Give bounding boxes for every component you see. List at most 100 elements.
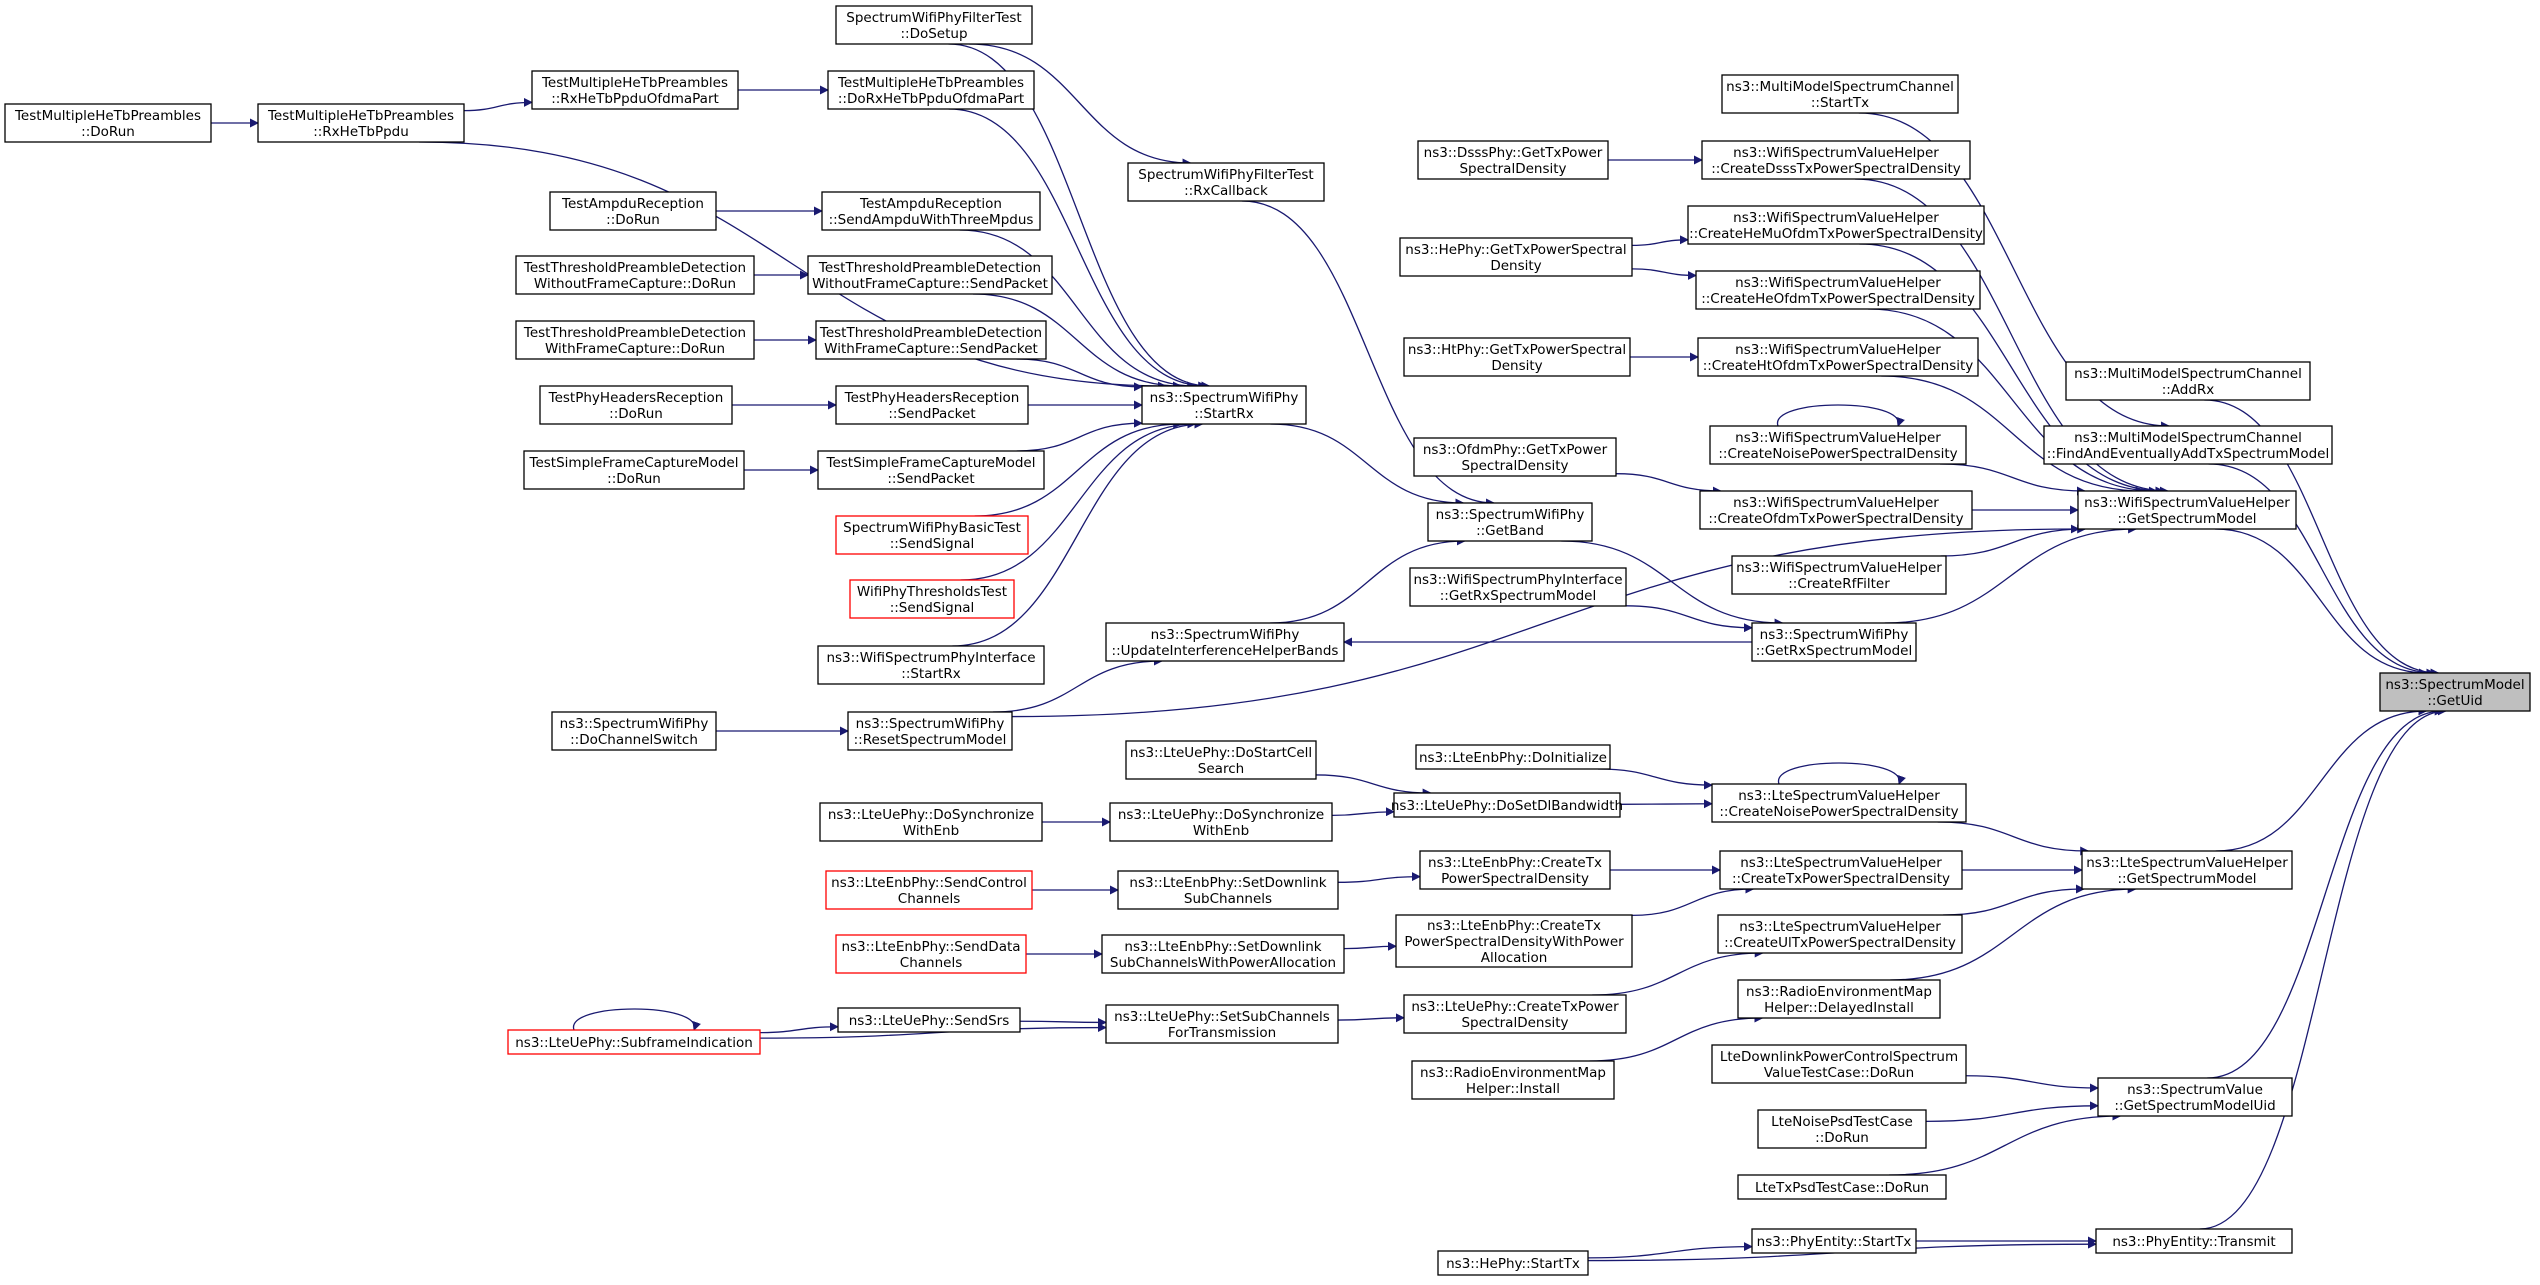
function-node-n53[interactable]: ns3::LteSpectrumValueHelper::GetSpectrum… <box>2081 850 2293 890</box>
function-node-n22[interactable]: ns3::SpectrumWifiPhy::DoChannelSwitch <box>551 711 717 751</box>
function-node-n68[interactable]: ns3::HePhy::StartTx <box>1437 1250 1589 1276</box>
function-node-n66[interactable]: LteNoisePsdTestCase::DoRun <box>1757 1109 1927 1149</box>
function-node-n01[interactable]: TestMultipleHeTbPreambles::DoRun <box>4 103 212 143</box>
function-node-label: ns3::SpectrumModel <box>2385 677 2524 693</box>
function-node-box <box>835 515 1029 555</box>
function-node-n06[interactable]: SpectrumWifiPhyFilterTest::RxCallback <box>1127 162 1325 202</box>
function-node-box <box>819 802 1043 842</box>
function-node-n35[interactable]: ns3::WifiSpectrumValueHelper::CreateNois… <box>1709 425 1967 465</box>
function-node-n65[interactable]: ns3::SpectrumValue::GetSpectrumModelUid <box>2097 1077 2293 1117</box>
function-node-label: ::CreateRfFilter <box>1788 576 1890 592</box>
function-node-n62[interactable]: ns3::LteUePhy::CreateTxPowerSpectralDens… <box>1403 994 1627 1034</box>
call-edge-n23-n21 <box>992 656 1163 713</box>
function-node-n12[interactable]: TestThresholdPreambleDetectionWithFrameC… <box>815 320 1047 360</box>
function-node-n04[interactable]: SpectrumWifiPhyFilterTest::DoSetup <box>835 5 1033 45</box>
function-node-n27[interactable]: ns3::MultiModelSpectrumChannel::StartTx <box>1721 74 1959 114</box>
function-node-n67[interactable]: LteTxPsdTestCase::DoRun <box>1737 1174 1947 1200</box>
function-node-n11[interactable]: TestThresholdPreambleDetectionWithFrameC… <box>515 320 755 360</box>
call-edge-n70-n42 <box>2199 706 2447 1230</box>
call-edge-n68-n69 <box>1587 1242 1753 1259</box>
function-node-n48[interactable]: ns3::LteSpectrumValueHelper::CreateNoise… <box>1711 783 1967 823</box>
call-edge-n58-n53 <box>1890 884 2137 981</box>
function-node-n52[interactable]: ns3::LteSpectrumValueHelper::CreateTxPow… <box>1719 850 1963 890</box>
function-node-n17[interactable]: TestSimpleFrameCaptureModel::SendPacket <box>817 450 1045 490</box>
call-edge-n02-n03 <box>463 97 533 112</box>
function-node-n07[interactable]: TestAmpduReception::DoRun <box>549 191 717 231</box>
function-node-n25[interactable]: ns3::WifiSpectrumPhyInterface::GetRxSpec… <box>1409 567 1627 607</box>
function-node-n31[interactable]: ns3::WifiSpectrumValueHelper::CreateHeMu… <box>1687 205 1985 245</box>
function-node-n58[interactable]: ns3::RadioEnvironmentMapHelper::DelayedI… <box>1737 979 1941 1019</box>
function-node-label: ns3::LteUePhy::SendSrs <box>849 1013 1010 1029</box>
function-node-label: ns3::PhyEntity::Transmit <box>2112 1234 2275 1250</box>
function-node-n69[interactable]: ns3::PhyEntity::StartTx <box>1751 1228 1917 1254</box>
function-node-box <box>817 645 1045 685</box>
function-node-n47[interactable]: ns3::LteUePhy::DoSetDlBandwidth <box>1391 792 1623 818</box>
function-node-n26[interactable]: ns3::SpectrumWifiPhy::GetRxSpectrumModel <box>1751 622 1917 662</box>
function-node-n20[interactable]: ns3::WifiSpectrumPhyInterface::StartRx <box>817 645 1045 685</box>
function-node-n29[interactable]: ns3::WifiSpectrumValueHelper::CreateDsss… <box>1701 140 1971 180</box>
call-edge-n40-n42 <box>2208 463 2436 678</box>
function-node-label: TestPhyHeadersReception <box>548 390 724 406</box>
function-node-n02[interactable]: TestMultipleHeTbPreambles::RxHeTbPpdu <box>257 103 465 143</box>
function-node-n08[interactable]: TestAmpduReception::SendAmpduWithThreeMp… <box>821 191 1041 231</box>
function-node-box <box>1701 140 1971 180</box>
function-node-n64[interactable]: LteDownlinkPowerControlSpectrumValueTest… <box>1711 1044 1967 1084</box>
function-node-n56[interactable]: ns3::LteEnbPhy::CreateTxPowerSpectralDen… <box>1395 914 1633 968</box>
function-node-n18[interactable]: SpectrumWifiPhyBasicTest::SendSignal <box>835 515 1029 555</box>
function-node-box <box>1411 1060 1615 1100</box>
call-edge-n10-n15 <box>972 293 1182 391</box>
function-node-n24[interactable]: ns3::SpectrumWifiPhy::GetBand <box>1427 502 1593 542</box>
function-node-n57[interactable]: ns3::LteSpectrumValueHelper::CreateUlTxP… <box>1717 914 1963 954</box>
function-node-n34[interactable]: ns3::WifiSpectrumValueHelper::CreateHtOf… <box>1697 337 1979 377</box>
function-node-n10[interactable]: TestThresholdPreambleDetectionWithoutFra… <box>807 255 1053 295</box>
function-node-n59[interactable]: ns3::LteUePhy::SubframeIndication <box>507 1029 761 1055</box>
function-node-n40[interactable]: ns3::MultiModelSpectrumChannel::FindAndE… <box>2043 425 2333 465</box>
function-node-label: ::GetRxSpectrumModel <box>1440 588 1596 604</box>
call-edge-n35-n35 <box>1777 404 1905 427</box>
function-node-n14[interactable]: TestPhyHeadersReception::SendPacket <box>835 385 1029 425</box>
function-node-n13[interactable]: TestPhyHeadersReception::DoRun <box>539 385 733 425</box>
function-node-n38[interactable]: ns3::WifiSpectrumValueHelper::CreateRfFi… <box>1731 555 1947 595</box>
function-node-n60[interactable]: ns3::LteUePhy::SendSrs <box>837 1007 1021 1033</box>
function-node-label: TestMultipleHeTbPreambles <box>541 75 728 91</box>
function-node-n55[interactable]: ns3::LteEnbPhy::SetDownlinkSubChannelsWi… <box>1101 934 1345 974</box>
function-node-n09[interactable]: TestThresholdPreambleDetectionWithoutFra… <box>515 255 755 295</box>
function-node-n70[interactable]: ns3::PhyEntity::Transmit <box>2095 1228 2293 1254</box>
function-node-n37[interactable]: ns3::WifiSpectrumValueHelper::CreateOfdm… <box>1699 490 1973 530</box>
function-node-n23[interactable]: ns3::SpectrumWifiPhy::ResetSpectrumModel <box>847 711 1013 751</box>
function-node-n21[interactable]: ns3::SpectrumWifiPhy::UpdateInterference… <box>1105 622 1345 662</box>
function-node-n44[interactable]: ns3::LteEnbPhy::DoInitialize <box>1415 744 1611 770</box>
function-node-n16[interactable]: TestSimpleFrameCaptureModel::DoRun <box>523 450 745 490</box>
function-node-box <box>817 450 1045 490</box>
function-node-label: LteNoisePsdTestCase <box>1771 1114 1913 1130</box>
function-node-n41[interactable]: ns3::WifiSpectrumValueHelper::GetSpectru… <box>2077 490 2297 530</box>
function-node-box <box>835 385 1029 425</box>
function-node-n19[interactable]: WifiPhyThresholdsTest::SendSignal <box>849 579 1015 619</box>
function-node-n61[interactable]: ns3::LteUePhy::SetSubChannelsForTransmis… <box>1105 1004 1339 1044</box>
function-node-n39[interactable]: ns3::MultiModelSpectrumChannel::AddRx <box>2065 361 2311 401</box>
function-node-n05[interactable]: TestMultipleHeTbPreambles::DoRxHeTbPpduO… <box>827 70 1035 110</box>
function-node-n42[interactable]: ns3::SpectrumModel::GetUid <box>2379 672 2531 712</box>
function-node-box <box>827 70 1035 110</box>
function-node-n51[interactable]: ns3::LteEnbPhy::CreateTxPowerSpectralDen… <box>1419 850 1611 890</box>
function-node-n32[interactable]: ns3::WifiSpectrumValueHelper::CreateHeOf… <box>1695 270 1981 310</box>
function-node-n15[interactable]: ns3::SpectrumWifiPhy::StartRx <box>1141 385 1307 425</box>
function-node-label: ns3::WifiSpectrumValueHelper <box>1733 495 1939 511</box>
function-node-label: Density <box>1491 358 1542 374</box>
function-node-box <box>1737 1174 1947 1200</box>
function-node-label: ns3::HtPhy::GetTxPowerSpectral <box>1408 342 1626 358</box>
function-node-box <box>1721 74 1959 114</box>
function-node-n03[interactable]: TestMultipleHeTbPreambles::RxHeTbPpduOfd… <box>531 70 739 110</box>
call-edge-n20-n15 <box>952 419 1204 647</box>
